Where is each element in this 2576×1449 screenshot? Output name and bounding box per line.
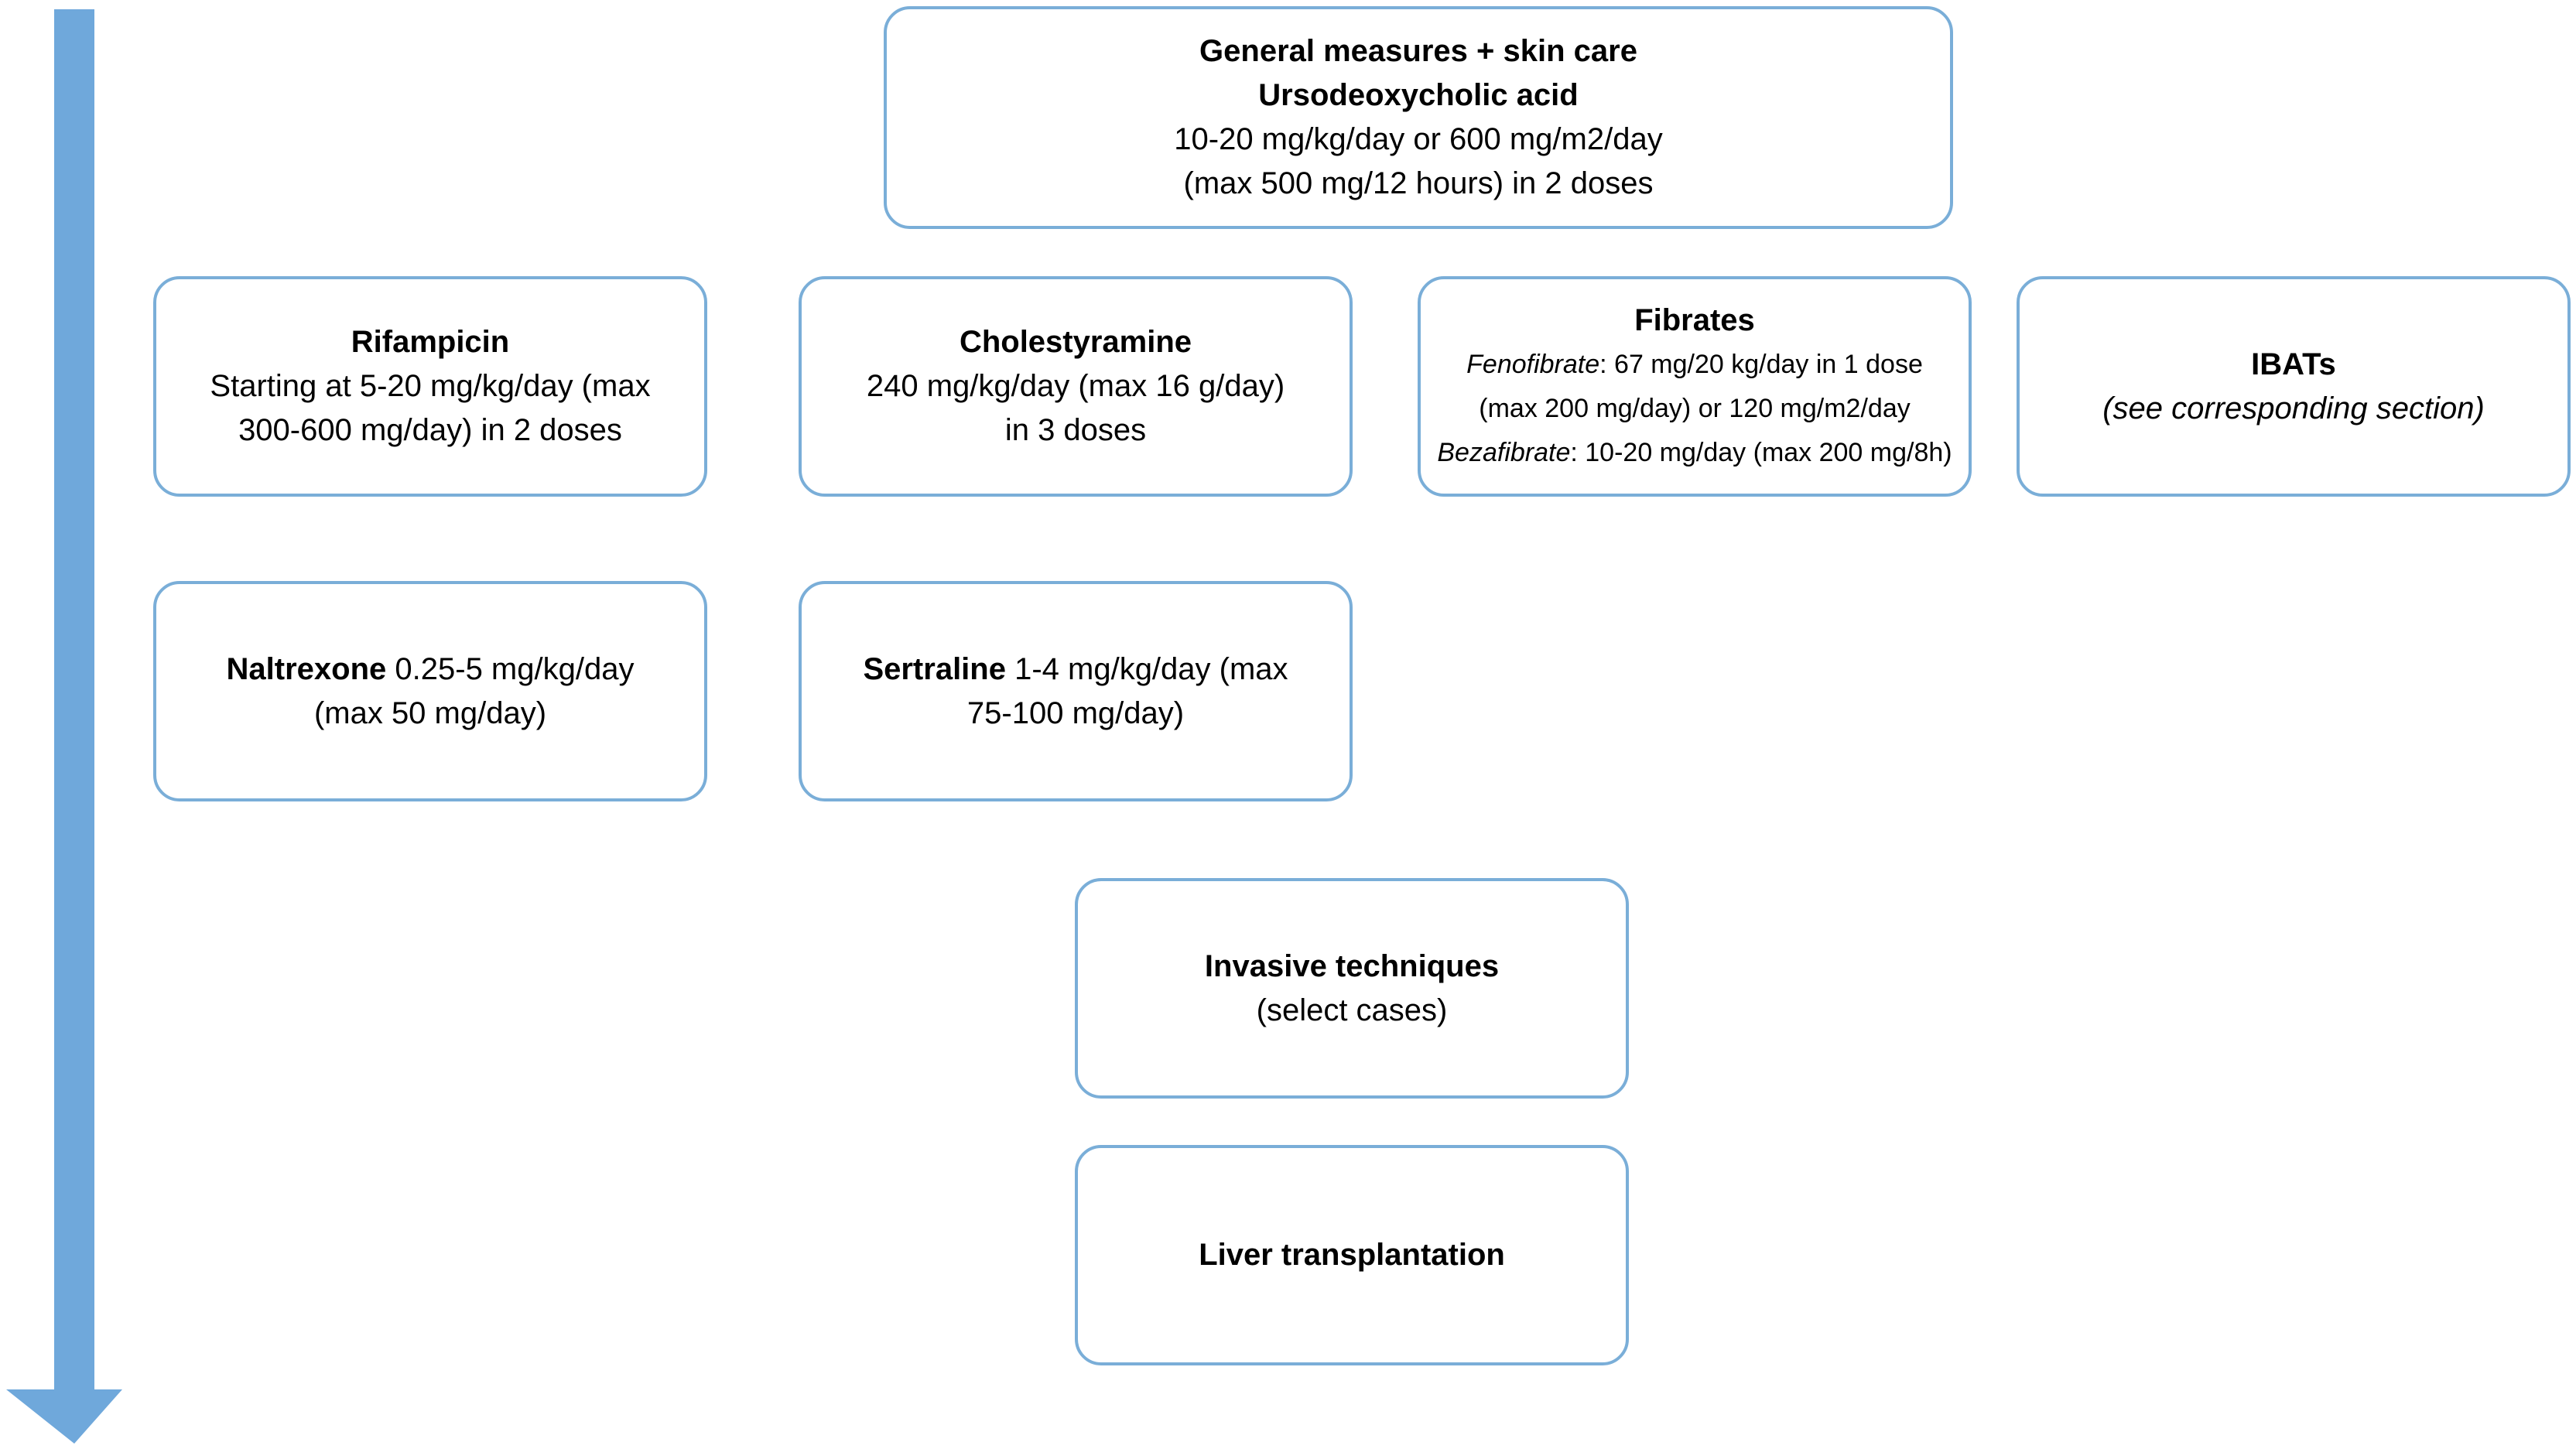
bezafibrate-name: Bezafibrate: [1437, 437, 1571, 467]
sertraline-line: Sertraline 1-4 mg/kg/day (max: [863, 648, 1288, 692]
sertraline-dose: 1-4 mg/kg/day (max: [1005, 651, 1288, 686]
cholestyramine-doses-line: in 3 doses: [1004, 413, 1147, 447]
liver-transplantation-box: Liver transplantation: [1075, 1145, 1629, 1365]
bezafibrate-dose: : 10-20 mg/day (max 200 mg/8h): [1570, 437, 1952, 467]
cholestyramine-box: Cholestyramine 240 mg/kg/day (max 16 g/d…: [799, 276, 1353, 497]
fenofibrate-dose: : 67 mg/20 kg/day in 1 dose: [1599, 349, 1923, 379]
sertraline-name: Sertraline: [863, 651, 1006, 686]
naltrexone-line: Naltrexone 0.25-5 mg/kg/day: [227, 648, 635, 692]
rifampicin-box: Rifampicin Starting at 5-20 mg/kg/day (m…: [153, 276, 707, 497]
ibats-title: IBATs: [2251, 347, 2336, 381]
naltrexone-dose: 0.25-5 mg/kg/day: [386, 651, 635, 686]
sertraline-box: Sertraline 1-4 mg/kg/day (max 75-100 mg/…: [799, 581, 1353, 801]
cholestyramine-title: Cholestyramine: [959, 325, 1192, 359]
invasive-techniques-box: Invasive techniques (select cases): [1075, 878, 1629, 1099]
fenofibrate-max-line: (max 200 mg/day) or 120 mg/m2/day: [1479, 393, 1911, 423]
progression-arrow: [6, 9, 122, 1444]
ursodeoxycholic-max-line: (max 500 mg/12 hours) in 2 doses: [1183, 166, 1654, 200]
general-measures-title: General measures + skin care: [1199, 34, 1637, 68]
naltrexone-name: Naltrexone: [226, 651, 387, 686]
ibats-note: (see corresponding section): [2102, 391, 2485, 425]
naltrexone-max-line: (max 50 mg/day): [313, 695, 547, 730]
liver-transplantation-title: Liver transplantation: [1199, 1238, 1505, 1272]
fibrates-title: Fibrates: [1634, 302, 1755, 337]
invasive-techniques-title: Invasive techniques: [1204, 948, 1500, 983]
ibats-box: IBATs (see corresponding section): [2017, 276, 2571, 497]
ursodeoxycholic-acid-title: Ursodeoxycholic acid: [1258, 78, 1579, 112]
rifampicin-dose-line: Starting at 5-20 mg/kg/day (max: [210, 369, 651, 403]
ursodeoxycholic-dose-line: 10-20 mg/kg/day or 600 mg/m2/day: [1174, 122, 1663, 156]
fibrates-box: Fibrates Fenofibrate: 67 mg/20 kg/day in…: [1418, 276, 1972, 497]
bezafibrate-line: Bezafibrate: 10-20 mg/day (max 200 mg/8h…: [1437, 431, 1952, 475]
rifampicin-max-line: 300-600 mg/day) in 2 doses: [238, 413, 622, 447]
naltrexone-box: Naltrexone 0.25-5 mg/kg/day (max 50 mg/d…: [153, 581, 707, 801]
arrow-shape: [6, 9, 122, 1444]
cholestyramine-dose-line: 240 mg/kg/day (max 16 g/day): [866, 369, 1285, 403]
general-measures-box: General measures + skin care Ursodeoxych…: [884, 6, 1953, 229]
rifampicin-title: Rifampicin: [351, 325, 510, 359]
invasive-techniques-note: (select cases): [1256, 993, 1448, 1027]
fenofibrate-name: Fenofibrate: [1466, 349, 1600, 379]
sertraline-max-line: 75-100 mg/day): [966, 695, 1185, 730]
fenofibrate-line: Fenofibrate: 67 mg/20 kg/day in 1 dose: [1466, 343, 1923, 387]
